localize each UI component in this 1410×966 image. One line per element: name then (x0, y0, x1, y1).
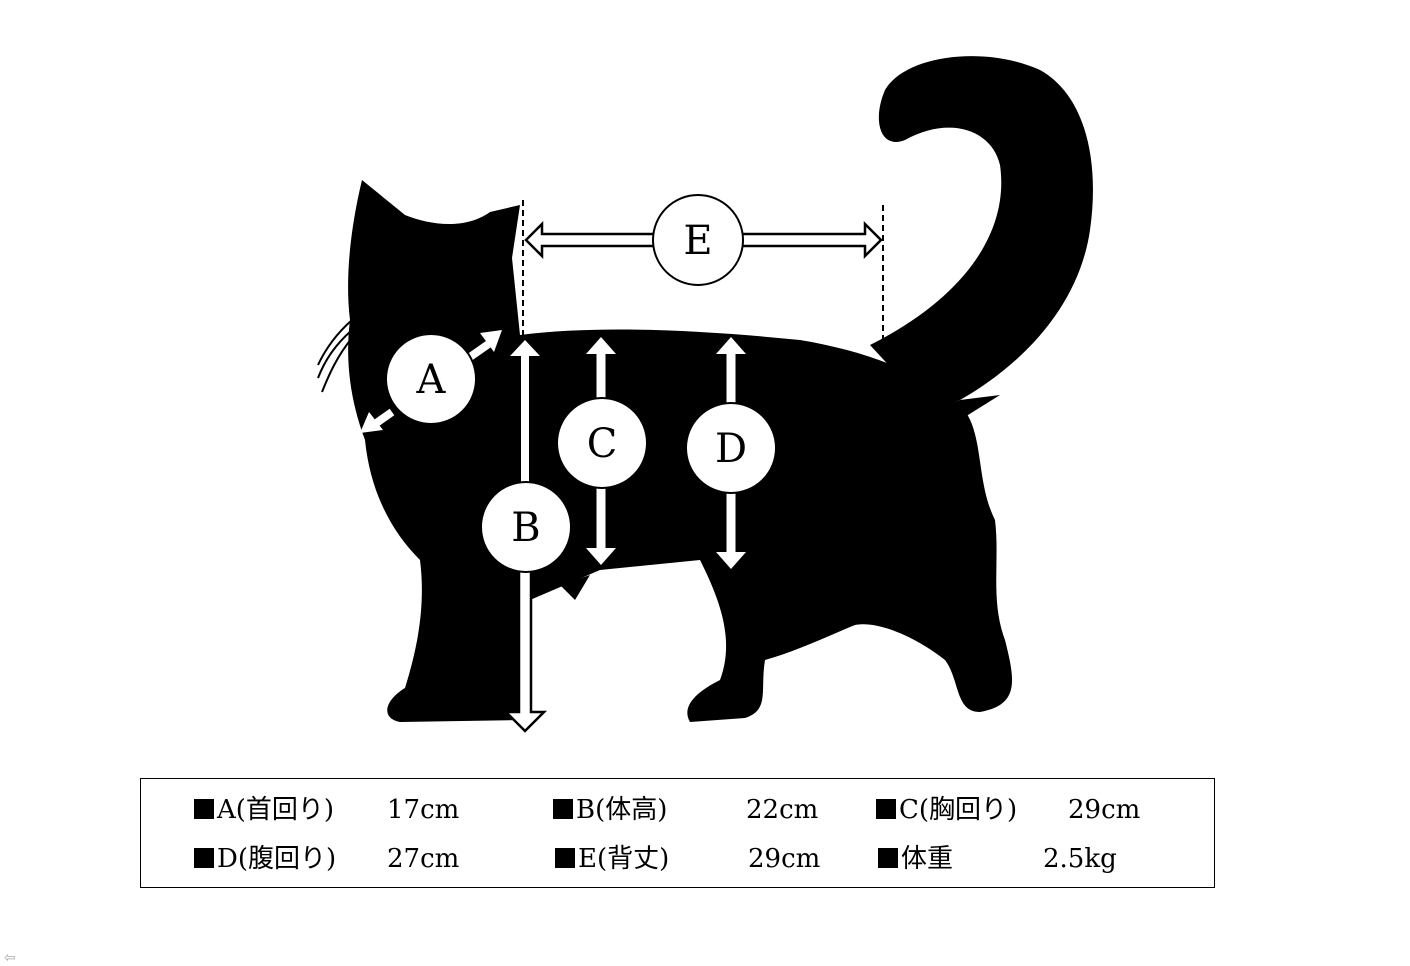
black-square-icon (194, 848, 214, 868)
label-a-text: A (416, 357, 447, 403)
measurement-label: 体重 (901, 844, 954, 874)
black-square-icon (876, 799, 896, 819)
black-square-icon (553, 799, 573, 819)
label-circle-c: C (556, 397, 648, 489)
measurement-value: 27cm (387, 844, 460, 874)
measurement-value: 2.5kg (1043, 844, 1117, 874)
cat-tail (870, 56, 1093, 410)
measurement-item: E(背丈) 29cm (555, 844, 855, 874)
a-neck-arrow (360, 330, 502, 433)
measurement-item: C(胸回り) 29cm (876, 795, 1196, 825)
label-circle-e: E (652, 194, 744, 286)
back-arrow-icon[interactable]: ⇦ (4, 950, 16, 966)
cat-whiskers (317, 319, 353, 393)
black-square-icon (555, 848, 575, 868)
cat-measurement-diagram: A B C D E (317, 56, 1093, 733)
measurement-label: E(背丈) (578, 844, 670, 874)
measurement-label: C(胸回り) (899, 795, 1018, 825)
e-guide-lines (522, 200, 884, 345)
measurement-item: 体重 2.5kg (878, 844, 1198, 874)
measurement-value: 29cm (748, 844, 821, 874)
black-square-icon (194, 799, 214, 819)
measurement-value: 22cm (746, 795, 819, 825)
cat-body (348, 180, 1013, 722)
measurement-item: B(体高) 22cm (553, 795, 853, 825)
measurement-table: A(首回り) 17cm B(体高) 22cm C(胸回り) 29cm D(腹回り… (140, 778, 1215, 888)
measurement-label: B(体高) (576, 795, 668, 825)
label-circle-d: D (685, 402, 777, 494)
measurement-item: A(首回り) 17cm (194, 795, 524, 825)
label-e-text: E (683, 218, 712, 264)
black-square-icon (878, 848, 898, 868)
measurement-value: 29cm (1068, 795, 1141, 825)
label-circle-a: A (385, 333, 477, 425)
measurement-item: D(腹回り) 27cm (194, 844, 524, 874)
measurement-label: A(首回り) (217, 795, 335, 825)
label-d-text: D (715, 426, 747, 472)
label-c-text: C (587, 421, 618, 467)
cat-silhouette (348, 56, 1093, 722)
measurement-value: 17cm (387, 795, 460, 825)
label-circle-b: B (480, 481, 572, 573)
measurement-label: D(腹回り) (217, 844, 337, 874)
label-b-text: B (511, 505, 540, 551)
